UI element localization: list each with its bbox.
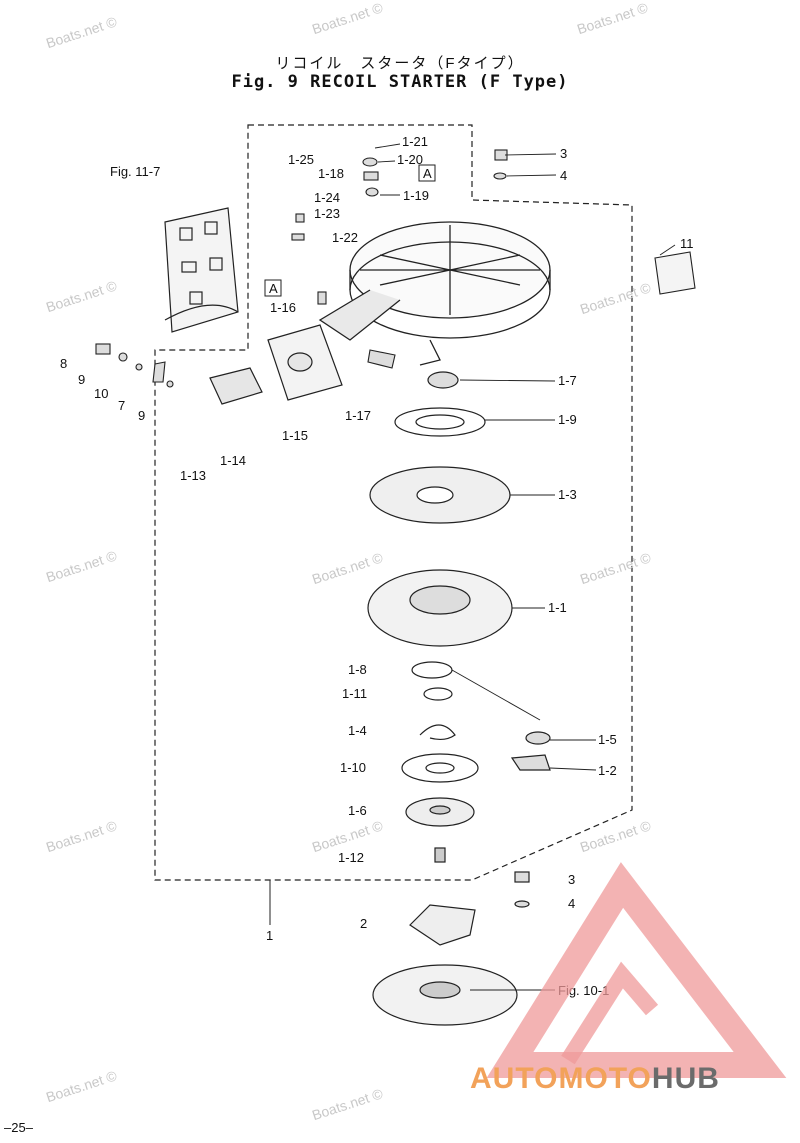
automotohub-logo [486,862,787,1078]
callout-1-10: 1-10 [340,760,366,775]
assembly-boundary [154,124,633,881]
callout-1-18: 1-18 [318,166,344,181]
callout-1-9: 1-9 [558,412,577,427]
callout-1-23: 1-23 [314,206,340,221]
callout-1-20: 1-20 [397,152,423,167]
callout-1-3: 1-3 [558,487,577,502]
bracket-assembly [164,207,239,333]
callout-4-top: 4 [560,168,567,183]
callout-4-bottom: 4 [568,896,575,911]
callout-1-24: 1-24 [314,190,340,205]
callout-1: 1 [266,928,273,943]
callout-1-12: 1-12 [338,850,364,865]
callout-3-top: 3 [560,146,567,161]
figure-title: Fig. 9 RECOIL STARTER (F Type) [231,72,569,92]
brand-part-2: HUB [651,1062,720,1095]
callout-labels: Fig. 11-7 1-21 1-20 1-18 A 1-19 1-25 1-2… [60,134,694,998]
callout-box-a-left: A [269,281,278,296]
callout-1-4: 1-4 [348,723,367,738]
callout-1-6: 1-6 [348,803,367,818]
callout-1-11: 1-11 [342,686,367,701]
leader-lines [374,143,676,991]
callout-9-right: 9 [138,408,145,423]
callout-1-21: 1-21 [402,134,428,149]
title-japanese: リコイル スタータ（Fタイプ） [275,55,525,72]
callout-box-a-top: A [423,166,432,181]
callout-2: 2 [360,916,367,931]
callout-1-7: 1-7 [558,373,577,388]
callout-fig11-7: Fig. 11-7 [110,164,160,179]
callout-1-16: 1-16 [270,300,296,315]
callout-1-5: 1-5 [598,732,617,747]
small-parts [95,149,696,388]
callout-9-left: 9 [78,372,85,387]
callout-3-bottom: 3 [568,872,575,887]
callout-1-22: 1-22 [332,230,358,245]
callout-1-19: 1-19 [403,188,429,203]
callout-1-25: 1-25 [288,152,314,167]
callout-1-14: 1-14 [220,453,246,468]
callout-1-15: 1-15 [282,428,308,443]
callout-7: 7 [118,398,125,413]
callout-1-13: 1-13 [180,468,206,483]
callout-1-1: 1-1 [548,600,567,615]
callout-1-17: 1-17 [345,408,371,423]
callout-8: 8 [60,356,67,371]
internal-parts [367,371,551,1026]
starter-housing [318,221,551,366]
callout-1-8: 1-8 [348,662,367,677]
callout-1-2: 1-2 [598,763,617,778]
callout-10: 10 [94,386,108,401]
brand-part-1: AUTOMOTO [470,1062,652,1095]
page-number: –25– [4,1120,33,1135]
callout-11: 11 [680,236,694,251]
starter-handle [209,324,343,405]
brand-wordmark: AUTOMOTOHUB [470,1062,720,1096]
